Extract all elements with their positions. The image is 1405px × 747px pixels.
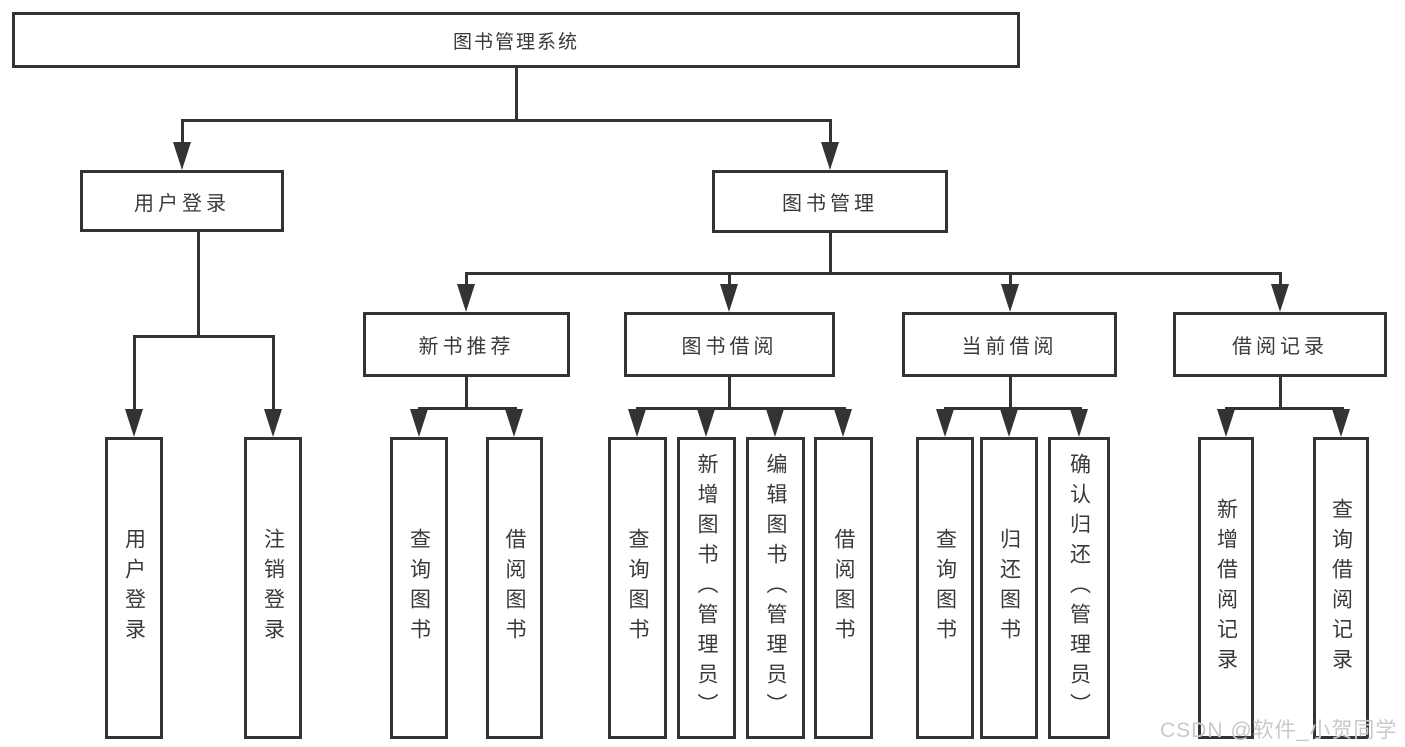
edge-new-book-trunk (465, 377, 468, 409)
arrowhead-borrow-books (834, 409, 852, 437)
edge-book-borrowing-split (636, 407, 846, 410)
node-book-borrowing-label: 图书借阅 (681, 336, 778, 358)
leaf-add-borrow-record: 新增借阅记录 (1198, 437, 1254, 739)
edge-to-borrowing-records (1279, 272, 1282, 286)
leaf-add-books-admin: 新增图书（管理员） (677, 437, 736, 739)
arrowhead-return-books (1000, 409, 1018, 437)
edge-borrowing-records-split (1225, 407, 1344, 410)
leaf-query-books-borrow-label: 查询图书 (626, 528, 649, 648)
node-user-login: 用户登录 (80, 170, 284, 232)
edge-root-trunk (515, 68, 518, 121)
leaf-borrow-books-recommend: 借阅图书 (486, 437, 543, 739)
node-book-management: 图书管理 (712, 170, 948, 233)
leaf-query-books-recommend-label: 查询图书 (407, 528, 431, 648)
leaf-return-books: 归还图书 (980, 437, 1038, 739)
arrowhead-query-books-current (936, 409, 954, 437)
node-new-book-recommendation: 新书推荐 (363, 312, 570, 377)
leaf-user-login-label: 用户登录 (122, 528, 146, 648)
edge-book-borrowing-trunk (728, 377, 731, 409)
edge-to-book-management (829, 119, 832, 146)
arrowhead-user-login (173, 142, 191, 170)
edge-book-management-trunk (829, 233, 832, 274)
leaf-borrow-books-recommend-label: 借阅图书 (503, 528, 526, 648)
leaf-edit-books-admin-label: 编辑图书（管理员） (764, 453, 787, 723)
arrowhead-add-books (697, 409, 715, 437)
edge-to-book-borrowing (728, 272, 731, 286)
leaf-user-login: 用户登录 (105, 437, 163, 739)
arrowhead-book-management (821, 142, 839, 170)
edge-user-login-split (133, 335, 275, 338)
arrowhead-query-borrow-record (1332, 409, 1350, 437)
node-book-management-label: 图书管理 (782, 193, 878, 215)
leaf-query-borrow-record-label: 查询借阅记录 (1329, 498, 1353, 678)
arrowhead-leaf-logout (264, 409, 282, 437)
edge-borrowing-records-trunk (1279, 377, 1282, 409)
node-user-login-label: 用户登录 (134, 192, 230, 215)
edge-to-leaf-logout (272, 335, 275, 412)
edge-to-leaf-user-login (133, 335, 136, 412)
node-book-borrowing: 图书借阅 (624, 312, 835, 377)
leaf-return-books-label: 归还图书 (997, 528, 1021, 648)
arrowhead-leaf-user-login (125, 409, 143, 437)
edge-new-book-split (418, 407, 517, 410)
watermark: CSDN @软件_小贺同学 (1160, 719, 1398, 742)
node-current-borrowing: 当前借阅 (902, 312, 1117, 377)
arrowhead-current-borrowing (1001, 284, 1019, 312)
arrowhead-borrow-books-recommend (505, 409, 523, 437)
leaf-add-books-admin-label: 新增图书（管理员） (695, 453, 718, 723)
leaf-logout-label: 注销登录 (261, 528, 285, 648)
edge-current-borrowing-trunk (1009, 377, 1012, 409)
arrowhead-query-books-borrow (628, 409, 646, 437)
leaf-query-borrow-record: 查询借阅记录 (1313, 437, 1369, 739)
leaf-borrow-books-label: 借阅图书 (832, 528, 855, 648)
arrowhead-query-books-recommend (410, 409, 428, 437)
leaf-logout: 注销登录 (244, 437, 302, 739)
arrowhead-add-borrow-record (1217, 409, 1235, 437)
edge-root-split (181, 119, 832, 122)
edge-current-borrowing-split (944, 407, 1082, 410)
edge-book-management-split (465, 272, 1282, 275)
node-library-management-system: 图书管理系统 (12, 12, 1020, 68)
leaf-query-books-current-label: 查询图书 (933, 528, 957, 648)
arrowhead-borrowing-records (1271, 284, 1289, 312)
node-new-book-recommendation-label: 新书推荐 (418, 336, 515, 358)
node-library-management-system-label: 图书管理系统 (452, 31, 579, 53)
leaf-query-books-current: 查询图书 (916, 437, 974, 739)
leaf-query-books-borrow: 查询图书 (608, 437, 667, 739)
edge-to-new-book (465, 272, 468, 286)
node-borrowing-records-label: 借阅记录 (1232, 336, 1328, 358)
leaf-confirm-return-admin: 确认归还（管理员） (1048, 437, 1110, 739)
leaf-query-books-recommend: 查询图书 (390, 437, 448, 739)
arrowhead-new-book (457, 284, 475, 312)
arrowhead-confirm-return (1070, 409, 1088, 437)
leaf-borrow-books: 借阅图书 (814, 437, 873, 739)
edge-to-current-borrowing (1009, 272, 1012, 286)
leaf-confirm-return-admin-label: 确认归还（管理员） (1067, 453, 1091, 723)
edge-user-login-trunk (197, 232, 200, 337)
edge-to-user-login (181, 119, 184, 146)
leaf-edit-books-admin: 编辑图书（管理员） (746, 437, 805, 739)
node-borrowing-records: 借阅记录 (1173, 312, 1387, 377)
arrowhead-edit-books (766, 409, 784, 437)
node-current-borrowing-label: 当前借阅 (961, 336, 1058, 358)
leaf-add-borrow-record-label: 新增借阅记录 (1214, 498, 1238, 678)
arrowhead-book-borrowing (720, 284, 738, 312)
